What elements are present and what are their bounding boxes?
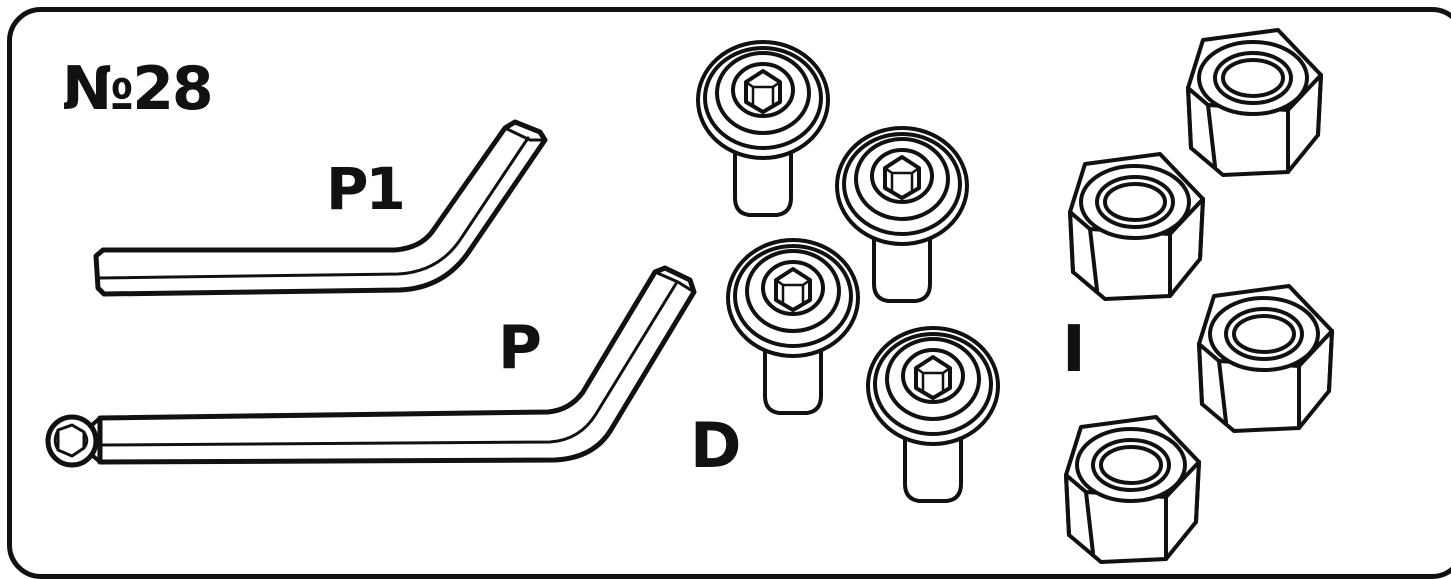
nut-4: [1064, 415, 1201, 564]
set-number: №28: [62, 54, 214, 124]
screw-3: [726, 238, 860, 415]
screw-2: [835, 126, 969, 303]
part-label-p1: P1: [326, 155, 406, 223]
hex-key-p1: [93, 119, 548, 297]
part-label-i: I: [1062, 313, 1086, 387]
hex-key-p: [45, 265, 697, 468]
nut-1: [1186, 28, 1323, 177]
nut-2: [1068, 152, 1205, 301]
nut-3: [1197, 284, 1334, 433]
screw-4: [866, 326, 1000, 503]
parts-illustration: [45, 28, 1334, 564]
part-label-p: P: [498, 313, 542, 383]
screw-1: [696, 40, 830, 217]
part-label-d: D: [690, 409, 742, 482]
